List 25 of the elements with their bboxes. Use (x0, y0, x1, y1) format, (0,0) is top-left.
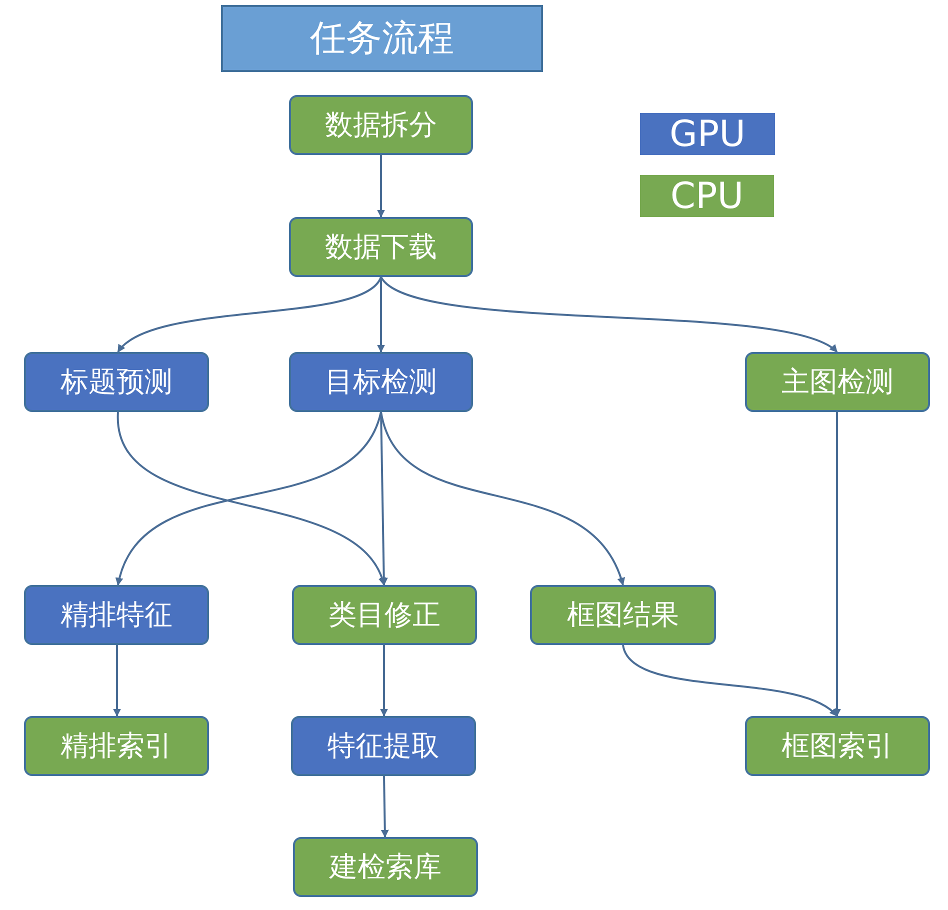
process-box: 特征提取 (291, 716, 476, 776)
arrow (113, 645, 121, 717)
process-box: 类目修正 (292, 585, 477, 645)
process-box: 数据下载 (289, 217, 473, 277)
process-box: 主图检测 (745, 352, 930, 412)
arrow (377, 155, 385, 218)
arrow (377, 277, 385, 353)
arrow (380, 412, 624, 586)
arrow (622, 644, 838, 717)
title-box: 任务流程 (221, 5, 543, 72)
process-box: 精排特征 (24, 585, 209, 645)
process-box: 目标检测 (289, 352, 473, 412)
process-box: 框图结果 (530, 585, 716, 645)
process-box: 框图索引 (745, 716, 930, 776)
process-box: 精排索引 (24, 716, 209, 776)
arrow (380, 645, 388, 717)
arrow (833, 412, 841, 717)
arrow (380, 776, 389, 838)
legend-label: CPU (670, 176, 744, 216)
arrow (117, 276, 382, 353)
process-box: 数据拆分 (289, 95, 473, 155)
legend-label: GPU (670, 114, 746, 154)
arrow (380, 276, 838, 353)
process-box: 标题预测 (24, 352, 209, 412)
process-box: 建检索库 (293, 837, 478, 897)
